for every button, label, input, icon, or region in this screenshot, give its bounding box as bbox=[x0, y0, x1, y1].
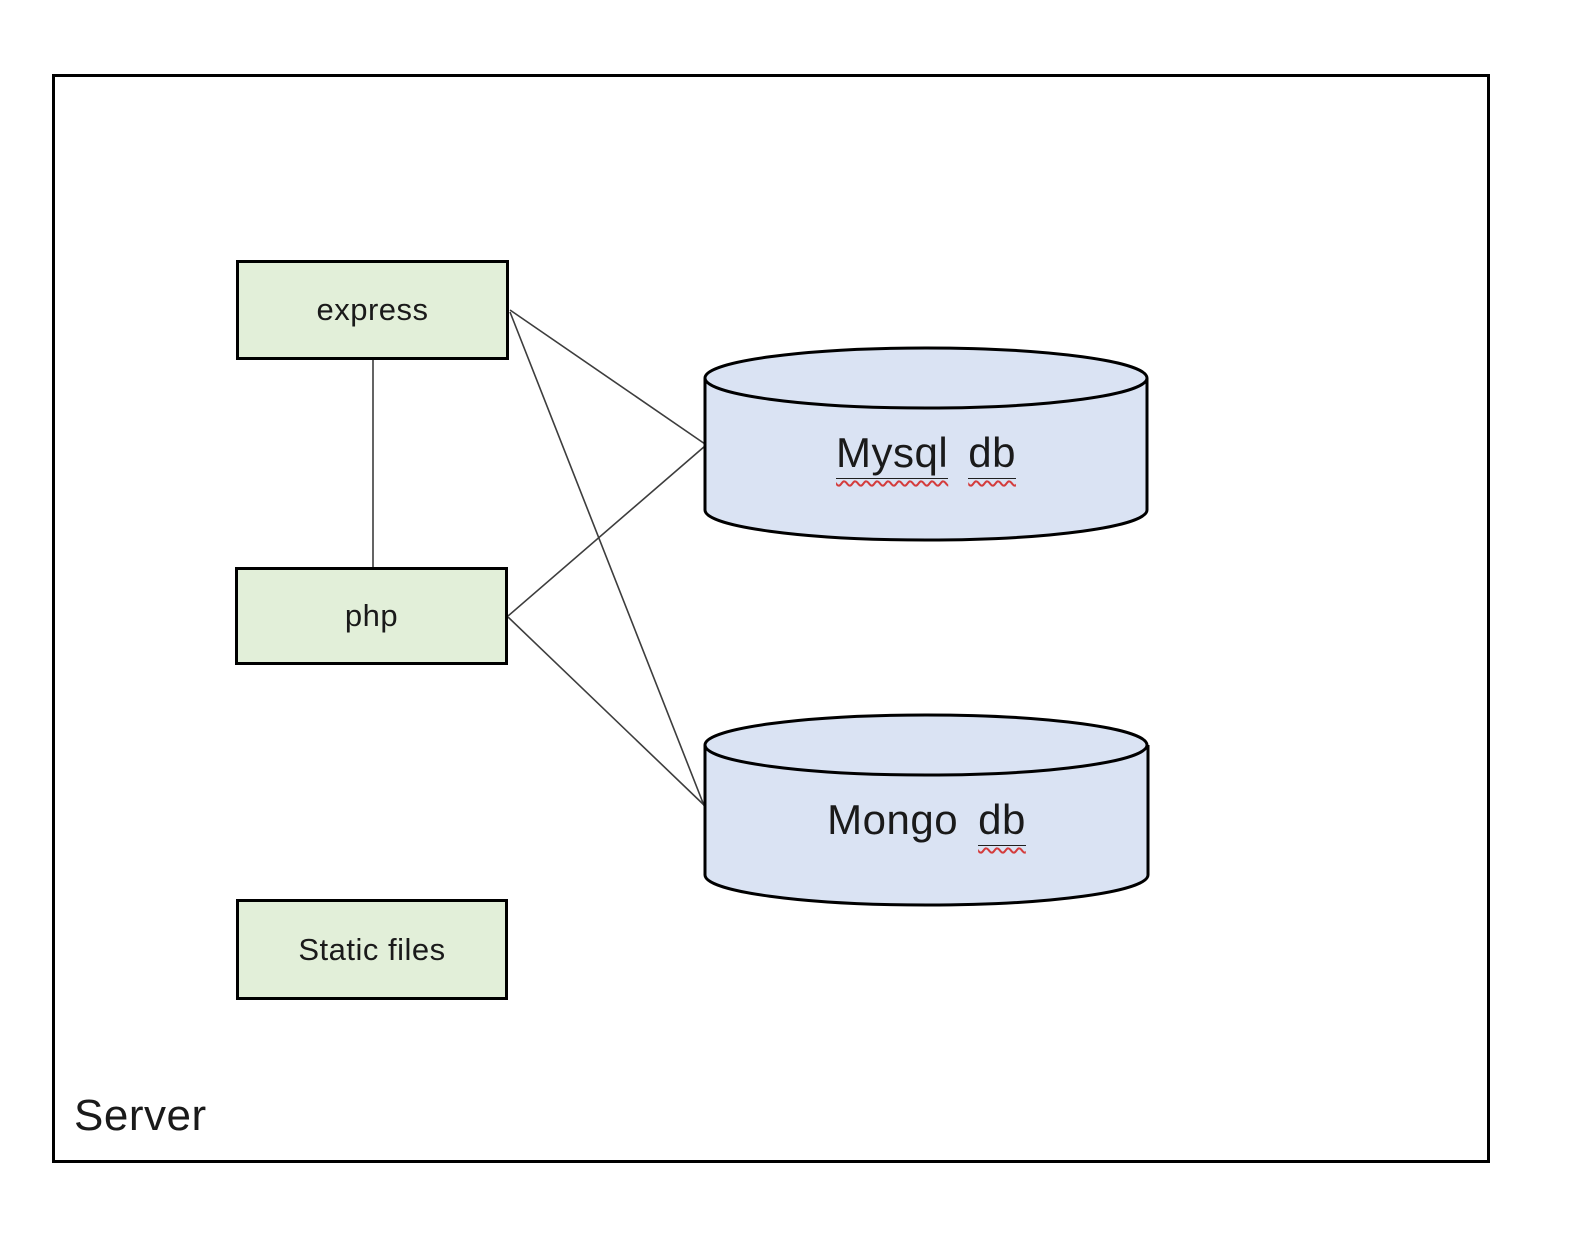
node-mysql-db-label: Mysql db bbox=[705, 428, 1147, 479]
node-static-files: Static files bbox=[236, 899, 508, 1000]
node-express: express bbox=[236, 260, 509, 360]
edge-express-mongo bbox=[509, 311, 706, 809]
node-mongo-db-label: Mongo db bbox=[705, 795, 1148, 846]
cylinder-mysql-body bbox=[703, 378, 1149, 542]
mysql-word: Mysql bbox=[836, 428, 949, 479]
server-container-label: Server bbox=[74, 1091, 207, 1140]
node-express-label: express bbox=[316, 292, 429, 327]
mysql-db-word: db bbox=[968, 428, 1016, 479]
mongo-db-word: db bbox=[978, 795, 1026, 846]
cylinder-mysql-db bbox=[703, 346, 1149, 542]
cylinder-mysql-top bbox=[703, 346, 1149, 410]
node-php-label: php bbox=[344, 598, 399, 633]
edge-php-mongo bbox=[507, 616, 706, 807]
node-static-files-label: Static files bbox=[298, 931, 446, 967]
server-container-frame bbox=[52, 74, 1490, 1163]
node-php: php bbox=[235, 567, 508, 665]
cylinder-mongo-db bbox=[703, 713, 1150, 907]
mongo-word: Mongo bbox=[827, 796, 959, 843]
cylinder-mongo-top bbox=[703, 713, 1149, 777]
edge-php-mysql bbox=[507, 445, 706, 617]
edge-express-mysql bbox=[509, 309, 706, 445]
cylinder-mongo-body bbox=[703, 745, 1150, 907]
